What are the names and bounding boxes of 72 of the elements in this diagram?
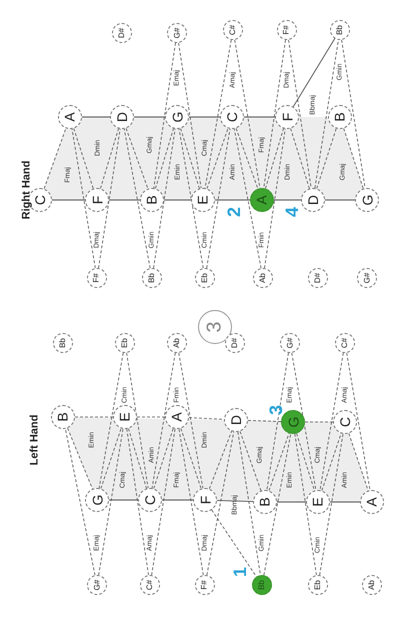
connector-line xyxy=(263,40,286,189)
hand-heading: Left Hand xyxy=(30,414,40,466)
connector-line xyxy=(152,352,176,489)
connector-line xyxy=(319,433,344,576)
handwritten-number: 1 xyxy=(231,567,249,577)
connector-line xyxy=(290,128,310,189)
connector-line xyxy=(73,128,94,189)
connector-line xyxy=(178,352,204,489)
connector-line xyxy=(341,39,366,189)
connector-line xyxy=(266,352,289,491)
connector-line xyxy=(153,42,176,189)
connector-line xyxy=(206,431,234,576)
connector-line xyxy=(204,39,232,189)
connector-line xyxy=(248,420,282,422)
connector-line xyxy=(72,128,96,269)
connector-line xyxy=(153,128,176,269)
handwritten-number: 4 xyxy=(283,207,301,217)
connector-line xyxy=(206,128,230,269)
connector-line xyxy=(188,116,220,118)
connector-line xyxy=(237,431,261,576)
connector-line xyxy=(178,42,202,189)
connector-line xyxy=(240,430,262,492)
connector-line xyxy=(216,500,254,502)
connector-line xyxy=(67,428,93,490)
connector-line xyxy=(320,352,344,491)
connector-line xyxy=(128,428,147,489)
connector-line xyxy=(126,352,149,489)
connector-line xyxy=(321,432,342,492)
connector-line xyxy=(134,116,166,118)
connector-line xyxy=(98,128,121,269)
connector-line xyxy=(180,128,200,189)
connector-line xyxy=(98,352,124,489)
connector-line xyxy=(74,416,114,418)
connector-line xyxy=(188,417,224,420)
connector-line xyxy=(316,128,337,189)
connector-line xyxy=(208,430,232,490)
connector-line xyxy=(44,128,66,190)
connector-line xyxy=(348,432,369,492)
connector-line xyxy=(100,428,122,490)
connector-line xyxy=(265,128,284,189)
connector-line xyxy=(292,38,336,108)
handwritten-number: 2 xyxy=(225,207,243,217)
connector-line xyxy=(263,433,292,576)
connector-line xyxy=(211,510,257,578)
connector-line xyxy=(178,428,204,576)
connector-line xyxy=(124,128,151,269)
connector-line xyxy=(264,128,286,268)
connector-line xyxy=(314,39,339,189)
connector-line xyxy=(291,352,316,491)
connector-line xyxy=(98,428,124,576)
connector-line xyxy=(100,128,119,189)
connector-line xyxy=(151,428,176,576)
connector-line xyxy=(180,428,202,490)
connector-line xyxy=(155,128,174,189)
connector-line xyxy=(346,352,370,491)
connector-line xyxy=(234,39,260,189)
connector-line xyxy=(294,433,317,576)
connector-line xyxy=(82,116,110,118)
connector-line xyxy=(268,432,290,492)
connector-line xyxy=(234,128,262,269)
connector-line xyxy=(244,116,276,118)
connector-line xyxy=(288,39,312,189)
connector-line xyxy=(236,128,258,190)
connector-line xyxy=(64,428,96,576)
connector-line xyxy=(153,428,174,489)
connector-line xyxy=(178,128,204,269)
connector-line xyxy=(296,433,315,491)
connector-line xyxy=(126,428,149,576)
connector-line xyxy=(136,416,166,418)
connector-line xyxy=(343,128,364,189)
connector-line xyxy=(206,128,228,190)
connector-line xyxy=(126,128,148,190)
